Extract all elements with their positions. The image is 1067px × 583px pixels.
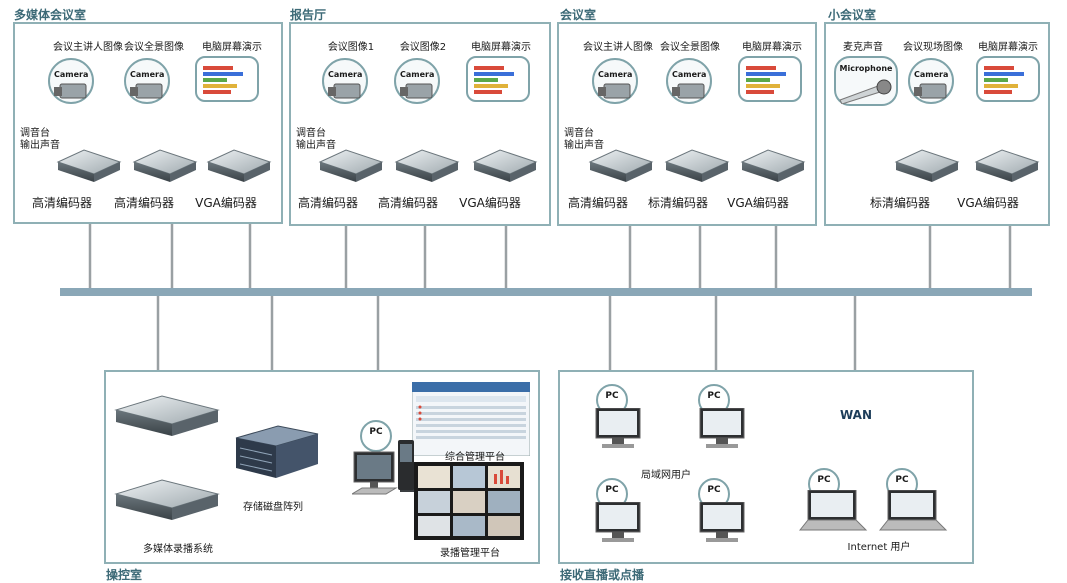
recorder-server-icon [114, 479, 220, 520]
camera-tag: Camera [914, 70, 949, 79]
encoder-device-icon [740, 149, 806, 182]
encoder-device-icon [56, 149, 122, 182]
storage-array-icon [235, 425, 319, 478]
camera-tag: Camera [400, 70, 435, 79]
integrated-platform-screenshot [412, 382, 530, 456]
integrated-platform-label: 综合管理平台 [445, 452, 505, 463]
camera-tag: Camera [672, 70, 707, 79]
encoder-device-icon [894, 149, 960, 182]
source-label: 麦克声音 [843, 42, 883, 53]
source-label: 电脑屏幕演示 [202, 42, 262, 53]
encoder-device-icon [664, 149, 730, 182]
encoder-device-icon [588, 149, 654, 182]
screen-chart-icon [466, 56, 530, 102]
audio-label: 输出声音 [296, 140, 336, 151]
audio-label: 调音台 [20, 128, 50, 139]
recording-platform-label: 录播管理平台 [440, 548, 500, 559]
wan-label: WAN [839, 408, 873, 422]
screen-chart-icon [738, 56, 802, 102]
source-label: 会议主讲人图像 [53, 42, 123, 53]
encoder-label: 标清编码器 [647, 196, 708, 210]
encoder-label: VGA编码器 [727, 196, 789, 210]
internet-users-label: Internet 用户 [847, 542, 911, 553]
encoder-label: 高清编码器 [567, 196, 628, 210]
source-label: 会议现场图像 [903, 42, 963, 53]
screen-chart-icon [976, 56, 1040, 102]
source-label: 电脑屏幕演示 [978, 42, 1038, 53]
camera-tag: Camera [328, 70, 363, 79]
pc-monitor-icon [595, 502, 641, 542]
encoder-device-icon [318, 149, 384, 182]
recorder-server-icon [114, 395, 220, 436]
encoder-device-icon [206, 149, 272, 182]
recording-platform-screenshot [414, 462, 524, 540]
camera-icon: Camera [124, 58, 170, 104]
audio-label: 调音台 [564, 128, 594, 139]
encoder-label: VGA编码器 [459, 196, 521, 210]
microphone-tag: Microphone [839, 64, 893, 73]
laptop-icon [798, 490, 868, 531]
source-label: 会议全景图像 [124, 42, 184, 53]
laptop-icon [878, 490, 948, 531]
room-title-small: 小会议室 [828, 8, 877, 22]
camera-icon: Camera [394, 58, 440, 104]
source-label: 会议图像1 [327, 42, 375, 53]
recording-system-label: 多媒体录播系统 [143, 544, 213, 555]
encoder-label: 高清编码器 [113, 196, 174, 210]
phone-device-icon [398, 440, 414, 490]
room-box-multimedia [13, 22, 283, 224]
network-backbone [60, 288, 1032, 296]
encoder-label: 标清编码器 [869, 196, 930, 210]
encoder-label: 高清编码器 [377, 196, 438, 210]
pc-bubble: PC [360, 420, 392, 452]
camera-tag: Camera [598, 70, 633, 79]
encoder-label: VGA编码器 [957, 196, 1019, 210]
camera-tag: Camera [54, 70, 89, 79]
audio-label: 调音台 [296, 128, 326, 139]
room-title-multimedia: 多媒体会议室 [14, 8, 87, 22]
encoder-device-icon [394, 149, 460, 182]
room-title-meeting: 会议室 [560, 8, 597, 22]
room-title-control: 操控室 [106, 568, 143, 582]
room-title-receive: 接收直播或点播 [560, 568, 645, 582]
source-label: 会议全景图像 [660, 42, 720, 53]
microphone-icon: Microphone [834, 56, 898, 106]
audio-label: 输出声音 [20, 140, 60, 151]
pc-monitor-icon [595, 408, 641, 448]
room-title-report: 报告厅 [290, 8, 327, 22]
camera-icon: Camera [908, 58, 954, 104]
source-label: 电脑屏幕演示 [742, 42, 802, 53]
encoder-label: 高清编码器 [297, 196, 358, 210]
source-label: 会议图像2 [399, 42, 447, 53]
camera-tag: Camera [130, 70, 165, 79]
storage-label: 存储磁盘阵列 [243, 502, 303, 513]
pc-monitor-icon [699, 408, 745, 448]
source-label: 会议主讲人图像 [583, 42, 653, 53]
camera-icon: Camera [322, 58, 368, 104]
encoder-label: VGA编码器 [195, 196, 257, 210]
camera-icon: Camera [48, 58, 94, 104]
lan-users-label: 局域网用户 [641, 470, 691, 481]
encoder-label: 高清编码器 [31, 196, 92, 210]
screen-chart-icon [195, 56, 259, 102]
pc-monitor-icon [699, 502, 745, 542]
encoder-device-icon [472, 149, 538, 182]
audio-label: 输出声音 [564, 140, 604, 151]
source-label: 电脑屏幕演示 [471, 42, 531, 53]
camera-icon: Camera [592, 58, 638, 104]
camera-icon: Camera [666, 58, 712, 104]
encoder-device-icon [132, 149, 198, 182]
encoder-device-icon [974, 149, 1040, 182]
